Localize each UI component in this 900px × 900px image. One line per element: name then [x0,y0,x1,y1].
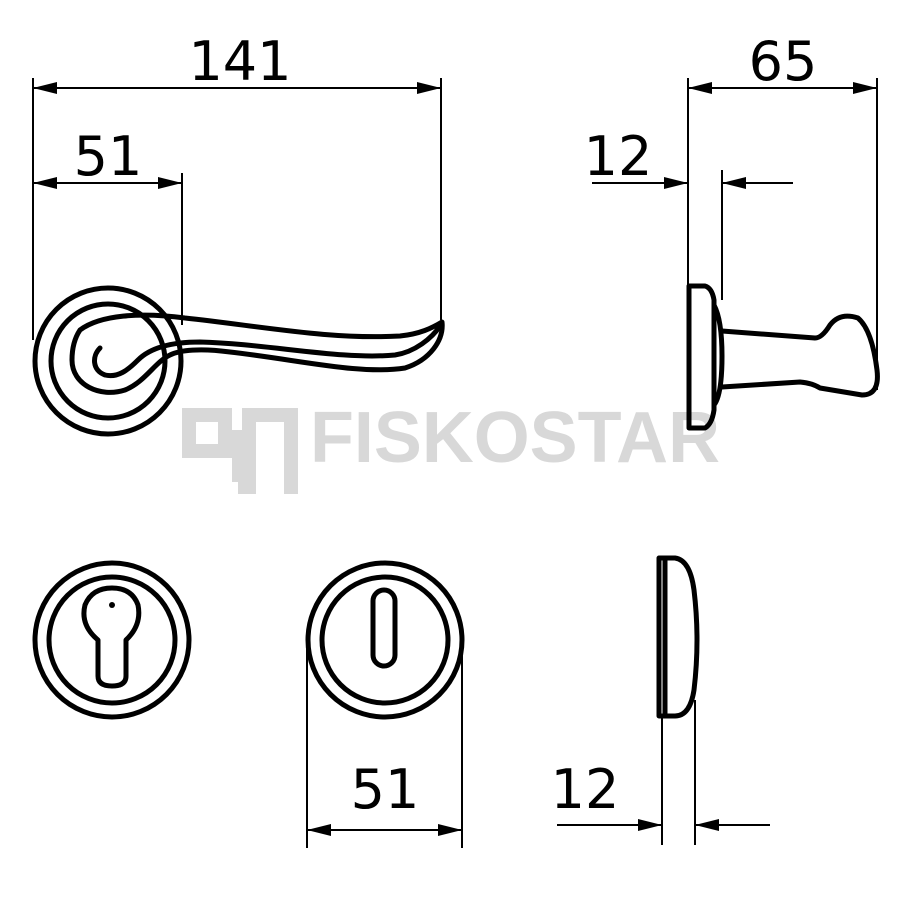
lever-side-view [686,283,880,431]
dimension-51-top: 51 [33,125,183,325]
dimension-65: 65 [687,30,878,390]
lever-front-view [32,285,445,437]
watermark-logo [182,408,298,494]
dimension-label: 12 [551,758,620,821]
escutcheon-side-view [656,555,700,719]
dimension-51-bottom: 51 [306,640,463,848]
watermark-text: FISKOSTAR [310,398,720,478]
dimension-141: 141 [32,30,442,340]
dimension-12-top: 12 [584,125,793,300]
dimension-label: 65 [749,30,818,93]
dimension-label: 51 [351,758,420,821]
dimension-12-bottom: 12 [551,700,770,845]
dimension-label: 141 [188,30,291,93]
dimension-label: 12 [584,125,653,188]
key-escutcheon [305,560,465,720]
cylinder-escutcheon [32,560,192,720]
dimension-label: 51 [74,125,143,188]
